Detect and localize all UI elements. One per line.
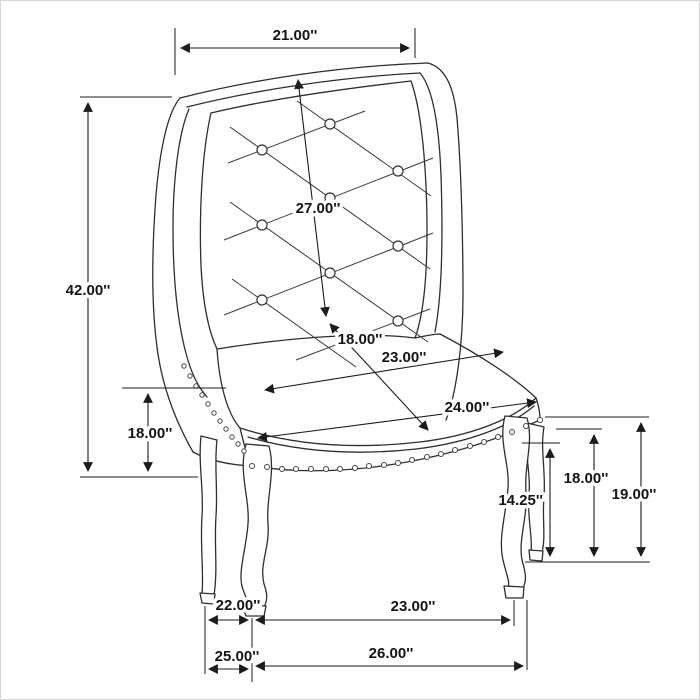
chair-back-panel-left [199,112,218,350]
dim-base-width-total-label: 26.00'' [369,645,414,662]
dim-seat-width-back-label: 23.00'' [382,349,427,366]
dim-base-depth-left: 22.00'' [208,594,264,625]
dim-floor-to-rail: 18.00'' [556,428,612,557]
tufting-buttons [256,118,404,327]
chair-back-panel-top [210,80,412,114]
chair-right-wing-inner [419,72,443,333]
dim-base-depth-total-label: 25.00'' [215,648,260,665]
chair-apron-right [535,397,541,421]
dim-seat-depth-label: 18.00'' [338,331,383,348]
dim-base-depth-total: 25.00'' [208,645,263,674]
chair-seat-left-edge [216,348,241,429]
dim-base-width-front: 23.00'' [255,595,511,625]
nailhead-trim [181,363,543,472]
dim-seat-width-front-label: 24.00'' [445,399,490,416]
dim-base-width-total: 26.00'' [255,642,524,671]
dim-leg-height-front-label: 14.25'' [498,492,543,509]
chair-seat-front-edge [239,397,537,447]
dim-base-depth-left-label: 22.00'' [216,597,261,614]
dim-base-width-front-label: 23.00'' [391,598,436,615]
dim-base-rows: 22.00'' 23.00'' 25.00'' 26.00'' [204,594,528,682]
chair-back-left-leg [199,435,218,596]
dim-seat-height-label: 18.00'' [128,425,173,442]
dim-overall-height-label: 42.00'' [66,282,111,299]
chair-left-wing-inner [172,108,208,398]
dim-seat-width-back: 23.00'' [264,346,504,394]
dim-overall-height: 42.00'' [62,96,198,478]
chair-seat-back-edge [216,334,416,350]
dim-top-width: 21.00'' [174,27,416,75]
dim-back-height: 27.00'' [292,79,344,317]
chair-back-panel-right [410,80,428,339]
chair-back-left-foot [199,592,216,605]
dim-floor-to-seat: 19.00'' [525,416,660,563]
dim-top-width-label: 21.00'' [273,27,318,44]
dim-back-height-label: 27.00'' [296,200,341,217]
dim-seat-height: 18.00'' [122,387,226,472]
chair-top-roll-inner [186,72,421,108]
chair-right-wing-outer [427,62,464,421]
dim-floor-to-rail-label: 18.00'' [564,470,609,487]
dim-floor-to-seat-label: 19.00'' [612,486,657,503]
chair-back-right-foot [528,549,544,562]
dim-seat-width-front: 24.00'' [257,396,537,442]
chair-front-right-foot [503,585,525,599]
chair-seat-right-edge [414,333,537,399]
chair-left-wing-outer [152,97,194,453]
dim-leg-height-front: 14.25'' [495,442,560,557]
tufting-lattice [223,100,434,368]
chair-back-top-edge [179,62,429,99]
